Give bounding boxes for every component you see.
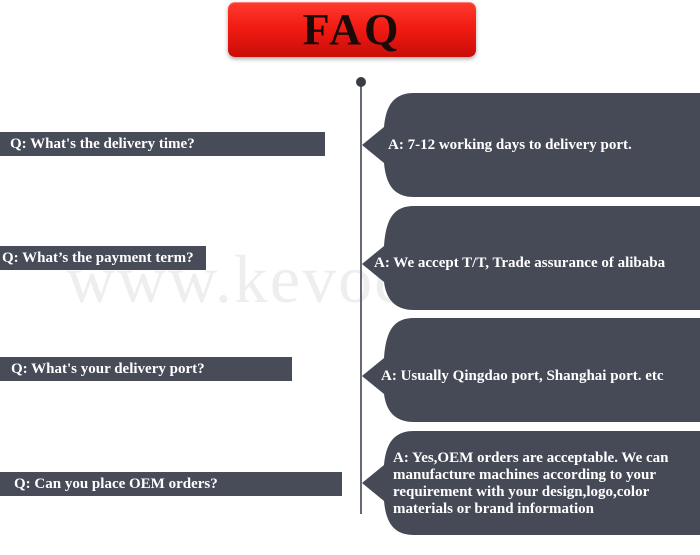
answer-bubble-shape [362, 93, 700, 197]
question-bar-oem-orders: Q: Can you place OEM orders? [0, 472, 342, 496]
question-bar-delivery-port: Q: What's your delivery port? [0, 357, 292, 381]
answer-bubble-shape [362, 431, 700, 535]
question-text: Q: What’s the payment term? [2, 250, 194, 266]
timeline-dot [356, 77, 366, 87]
faq-title: FAQ [302, 4, 402, 54]
question-text: Q: What's your delivery port? [11, 361, 205, 377]
answer-bubble-shape [362, 318, 700, 422]
answer-text: A: 7-12 working days to delivery port. [388, 137, 632, 153]
answer-text-line: materials or brand information [393, 501, 594, 517]
answer-bubble-shape [362, 206, 700, 310]
answer-text: A: Usually Qingdao port, Shanghai port. … [381, 368, 664, 384]
answer-text-line: A: Yes,OEM orders are acceptable. We can [393, 450, 669, 466]
question-bar-payment-term: Q: What’s the payment term? [0, 246, 206, 270]
question-text: Q: Can you place OEM orders? [14, 476, 218, 492]
question-text: Q: What's the delivery time? [10, 136, 195, 152]
answer-bubble-payment-term: A: We accept T/T, Trade assurance of ali… [362, 206, 700, 310]
answer-text-line: manufacture machines according to your [393, 467, 657, 483]
timeline-line [360, 81, 362, 514]
answer-text-line: requirement with your design,logo,color [393, 484, 650, 500]
faq-banner: FAQ [228, 2, 476, 57]
answer-bubble-delivery-port: A: Usually Qingdao port, Shanghai port. … [362, 318, 700, 422]
question-bar-delivery-time: Q: What's the delivery time? [0, 132, 325, 156]
answer-bubble-oem-orders: A: Yes,OEM orders are acceptable. We can… [362, 431, 700, 535]
answer-bubble-delivery-time: A: 7-12 working days to delivery port. [362, 93, 700, 197]
answer-text: A: We accept T/T, Trade assurance of ali… [374, 255, 666, 271]
